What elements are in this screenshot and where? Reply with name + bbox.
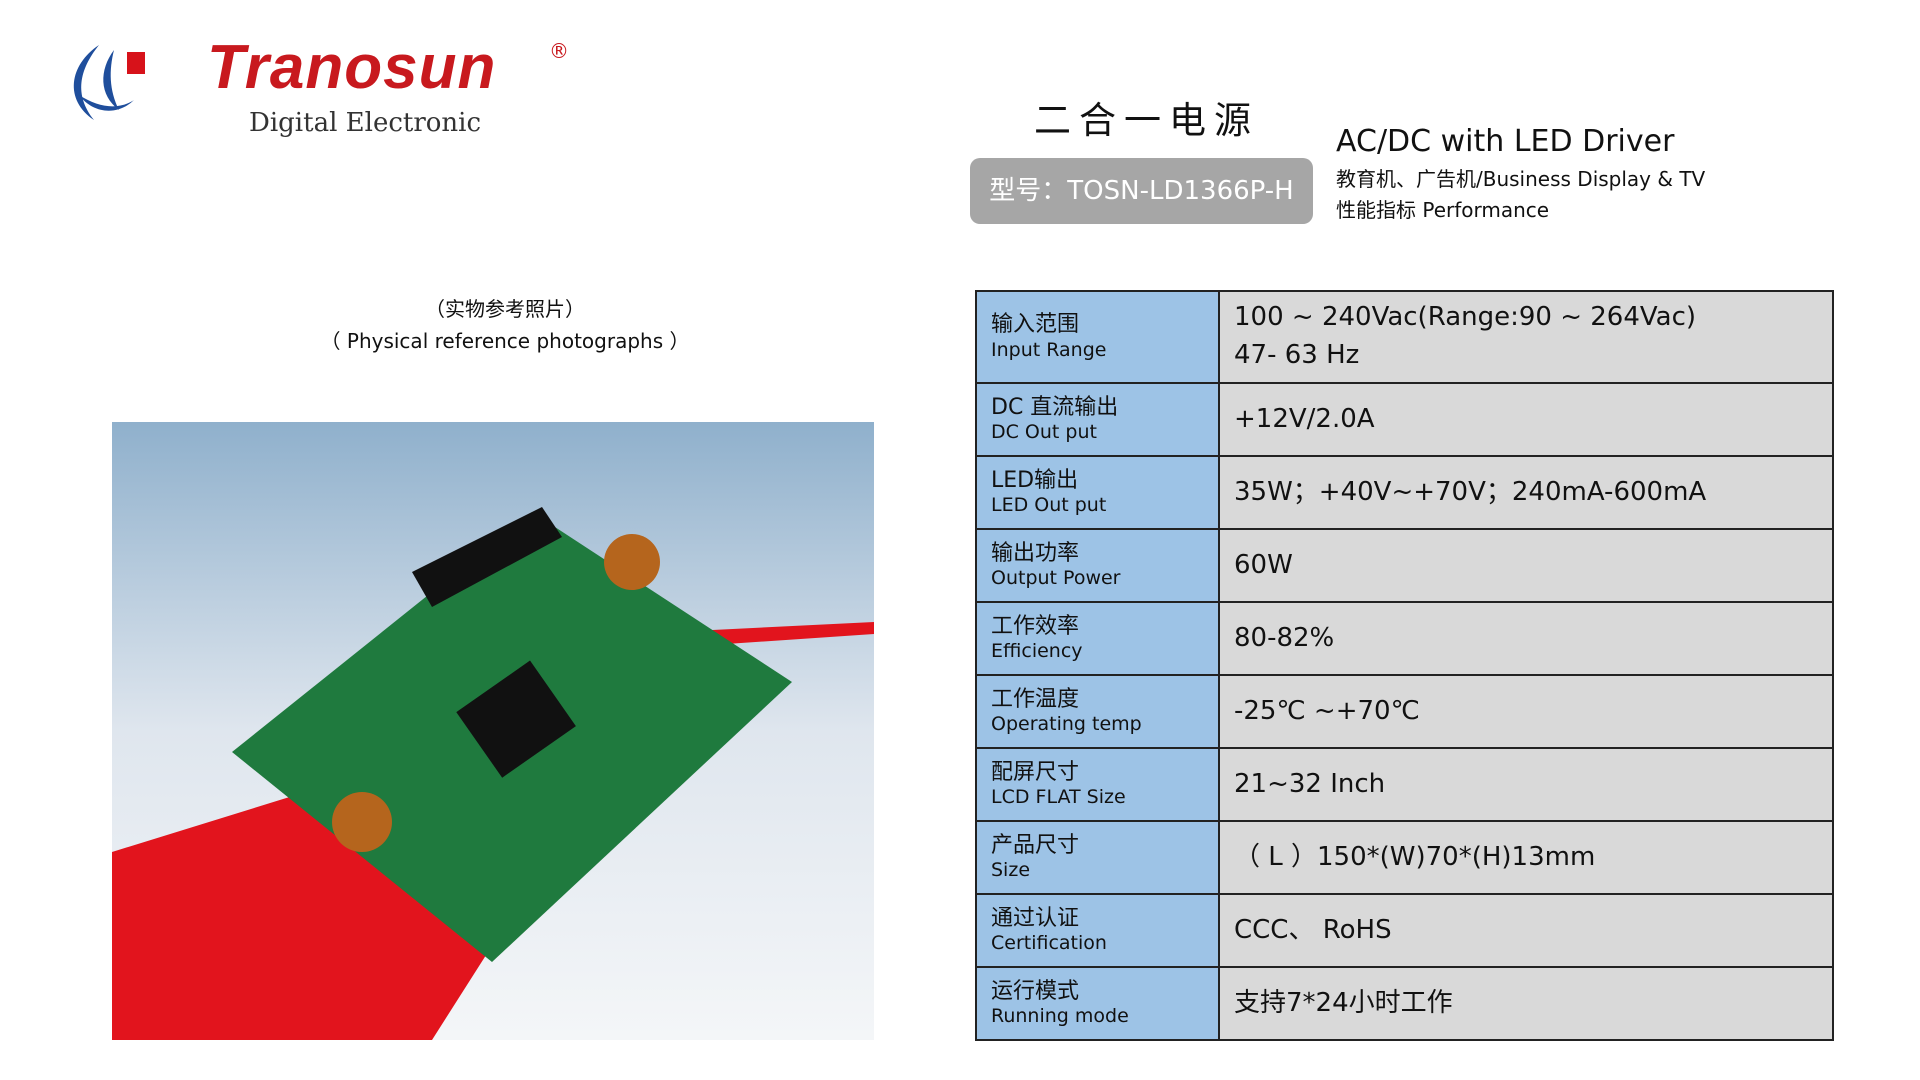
photo-caption-cn: （实物参考照片） xyxy=(425,297,585,321)
spec-label-cn: 工作温度 xyxy=(991,686,1080,712)
spec-label-en: Operating temp xyxy=(991,713,1142,736)
spec-label-en: Size xyxy=(991,859,1031,882)
brand-tagline: Digital Electronic xyxy=(249,108,482,138)
spec-value: 支持7*24小时工作 xyxy=(1218,966,1834,1041)
spec-value-line: -25℃ ~+70℃ xyxy=(1234,695,1420,726)
spec-value-line: 80-82% xyxy=(1234,622,1335,653)
product-title: 二合一电源 xyxy=(1034,99,1259,142)
spec-value: CCC、 RoHS xyxy=(1218,893,1834,968)
brand-name: Tranosun xyxy=(207,33,497,102)
spec-value-line: 100 ~ 240Vac(Range:90 ~ 264Vac) xyxy=(1234,302,1697,333)
logo-mark-icon xyxy=(73,45,145,120)
spec-label-cn: 配屏尺寸 xyxy=(991,759,1080,785)
spec-label-cn: 通过认证 xyxy=(991,905,1080,931)
spec-value-line: 60W xyxy=(1234,549,1293,580)
spec-value: 21~32 Inch xyxy=(1218,747,1834,822)
spec-value: 60W xyxy=(1218,528,1834,603)
spec-value: 100 ~ 240Vac(Range:90 ~ 264Vac) 47- 63 Hz xyxy=(1218,290,1834,384)
spec-label-cn: LED输出 xyxy=(991,467,1079,493)
spec-value-line: CCC、 RoHS xyxy=(1234,914,1392,945)
spec-value: -25℃ ~+70℃ xyxy=(1218,674,1834,749)
spec-label-en: Running mode xyxy=(991,1005,1129,1028)
spec-label-cn: 输入范围 xyxy=(991,312,1080,338)
spec-label-en: LED Out put xyxy=(991,494,1107,517)
spec-label-cn: 工作效率 xyxy=(991,613,1080,639)
spec-value: 35W；+40V~+70V；240mA-600mA xyxy=(1218,455,1834,530)
spec-label-cn: DC 直流输出 xyxy=(991,394,1119,420)
spec-value-line: （ L ）150*(W)70*(H)13mm xyxy=(1234,841,1596,872)
spec-label-en: DC Out put xyxy=(991,421,1097,444)
performance-heading: 性能指标 Performance xyxy=(1336,198,1550,222)
spec-value-line: 支持7*24小时工作 xyxy=(1234,987,1453,1018)
spec-label-en: Input Range xyxy=(991,338,1107,361)
model-badge: 型号：TOSN-LD1366P-H xyxy=(970,158,1313,224)
spec-label-cn: 产品尺寸 xyxy=(991,832,1080,858)
spec-label-en: Certification xyxy=(991,932,1107,955)
spec-label-en: LCD FLAT Size xyxy=(991,786,1126,809)
product-application: 教育机、广告机/Business Display & TV xyxy=(1336,167,1706,191)
photo-caption-en: （ Physical reference photographs ） xyxy=(320,329,690,353)
spec-value-line: 21~32 Inch xyxy=(1234,768,1386,799)
spec-value-line: 47- 63 Hz xyxy=(1234,340,1360,370)
spec-value: +12V/2.0A xyxy=(1218,382,1834,457)
product-type: AC/DC with LED Driver xyxy=(1336,124,1675,159)
spec-label-en: Output Power xyxy=(991,567,1121,590)
company-logo: Tranosun ® Digital Electronic xyxy=(59,36,569,140)
product-photo xyxy=(112,422,874,1040)
spec-label-cn: 输出功率 xyxy=(991,540,1080,566)
spec-label-cn: 运行模式 xyxy=(991,978,1080,1004)
spec-value: 80-82% xyxy=(1218,601,1834,676)
spec-label-en: Efficiency xyxy=(991,640,1083,663)
spec-value: （ L ）150*(W)70*(H)13mm xyxy=(1218,820,1834,895)
registered-mark: ® xyxy=(549,39,569,63)
spec-value-line: 35W；+40V~+70V；240mA-600mA xyxy=(1234,476,1707,507)
spec-value-line: +12V/2.0A xyxy=(1234,403,1375,434)
